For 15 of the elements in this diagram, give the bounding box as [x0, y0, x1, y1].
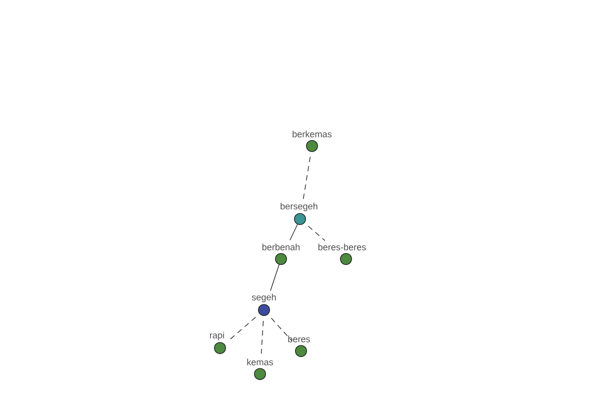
edge-line	[308, 226, 326, 241]
node-label: segeh	[252, 294, 276, 302]
node-label: beres	[288, 336, 310, 342]
node-label: berbenah	[262, 244, 300, 250]
edge-line	[228, 316, 256, 342]
edge-line	[271, 318, 292, 341]
edge-line	[270, 264, 280, 291]
edge-line	[260, 320, 264, 354]
node-label: berkemas	[292, 130, 332, 138]
node-label: bersegeh	[280, 202, 318, 212]
edge-line	[302, 156, 311, 201]
edge-line	[290, 224, 298, 240]
node-label: beres-beres	[318, 244, 366, 250]
node-label: rapi	[210, 332, 224, 340]
node-label: kemas	[247, 358, 274, 366]
